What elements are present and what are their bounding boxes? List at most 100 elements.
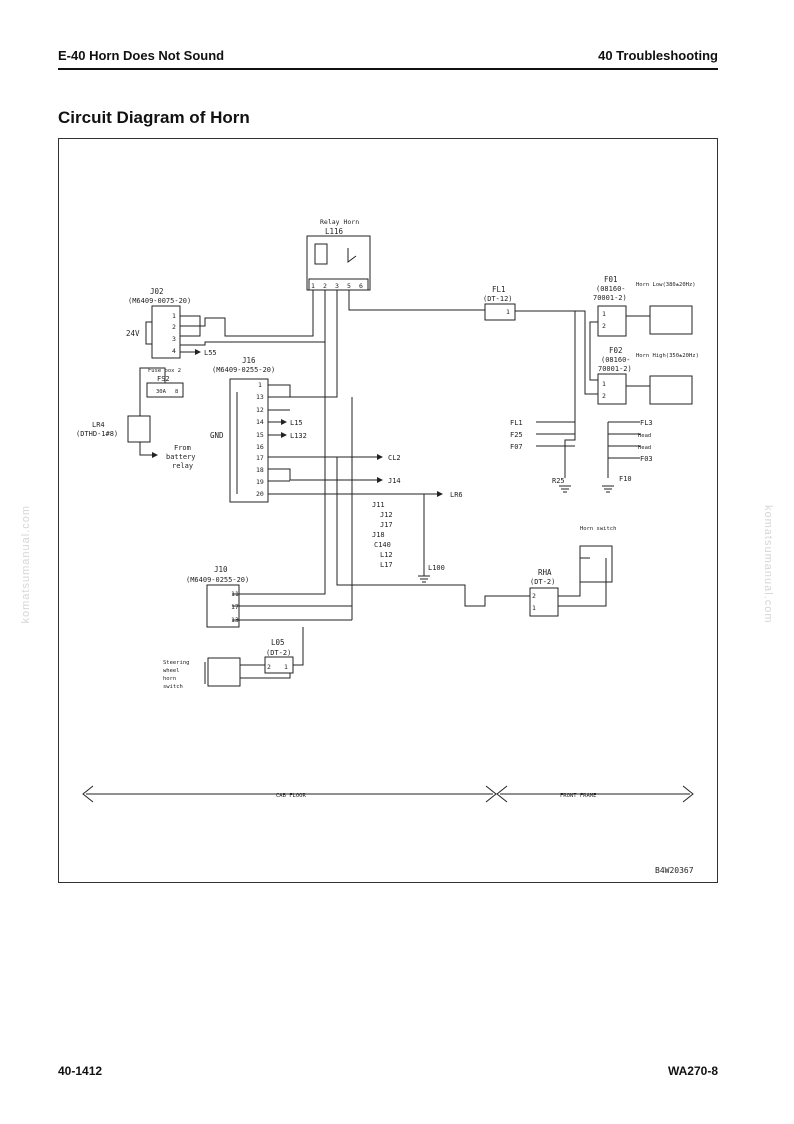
rha-pin-1: 1 xyxy=(532,604,536,612)
front-frame-label: FRONT FRAME xyxy=(560,793,596,799)
from-battery-1: From xyxy=(174,444,191,452)
fl1-pin: 1 xyxy=(506,308,510,316)
left-conn-f25: F25 xyxy=(510,431,523,439)
f02-pin-2: 2 xyxy=(602,392,606,400)
j16-pin-18: 18 xyxy=(256,466,264,474)
lr6-label: LR6 xyxy=(450,491,463,499)
steering-4: switch xyxy=(163,684,183,690)
f01-part1: (08160- xyxy=(596,285,626,293)
f01-pin-1: 1 xyxy=(602,310,606,318)
lr4-id: LR4 xyxy=(92,421,105,429)
fusebox-pin: 8 xyxy=(175,389,178,395)
j16-gnd: GND xyxy=(210,431,224,440)
f01-horn: Horn Low(380±20Hz) xyxy=(636,282,696,288)
from-battery-3: relay xyxy=(172,462,193,470)
f02-horn: Horn High(350±20Hz) xyxy=(636,353,699,359)
f02-id: F02 xyxy=(609,346,623,355)
fusebox-title: Fuse box 2 xyxy=(148,368,181,374)
steering-1: Steering xyxy=(163,660,190,666)
j16-pin-12: 12 xyxy=(256,406,264,414)
cl2-label: CL2 xyxy=(388,454,401,462)
f10-label: F10 xyxy=(619,475,632,483)
j16-pin-1: 1 xyxy=(258,381,262,389)
j02-pin-3: 3 xyxy=(172,335,176,343)
j16-pin-13: 13 xyxy=(256,393,264,401)
relay-pin-2: 2 xyxy=(323,282,327,290)
relay-pin-5: 5 xyxy=(347,282,351,290)
wire-layer xyxy=(82,235,694,803)
left-conn-fl1: FL1 xyxy=(510,419,523,427)
j10-id: J10 xyxy=(214,565,228,574)
rha-id: RHA xyxy=(538,568,552,577)
diagram-frame xyxy=(58,138,718,883)
fusebox-id: FS2 xyxy=(157,375,170,383)
footer-page-number: 40-1412 xyxy=(58,1064,103,1078)
steering-3: horn xyxy=(163,676,176,682)
relay-pin-6: 6 xyxy=(359,282,363,290)
j16-pin-20: 20 xyxy=(256,490,264,498)
ground-j12: J12 xyxy=(380,511,393,519)
j16-pin-16: 16 xyxy=(256,443,264,451)
j02-pin-2: 2 xyxy=(172,323,176,331)
ground-l12: L12 xyxy=(380,551,393,559)
ground-j17: J17 xyxy=(380,521,393,529)
j16-pin-19: 19 xyxy=(256,478,264,486)
j10-pin-11: 11 xyxy=(231,590,239,598)
l55-label: L55 xyxy=(204,349,217,357)
drawing-number: B4W20367 xyxy=(655,866,694,875)
j10-pin-17: 17 xyxy=(231,603,239,611)
j16-part: (M6409-0255-20) xyxy=(212,366,275,374)
relay-id: L116 xyxy=(325,227,344,236)
f02-part1: (08160- xyxy=(601,356,631,364)
ground-j18: J18 xyxy=(372,531,385,539)
j10-pin-13: 13 xyxy=(231,616,239,624)
l132-label: L132 xyxy=(290,432,307,440)
fl1-part: (DT-12) xyxy=(483,295,513,303)
l15-label: L15 xyxy=(290,419,303,427)
lr4-part: (DTHD-1#8) xyxy=(76,430,118,438)
footer-model: WA270-8 xyxy=(667,1064,718,1078)
j16-id: J16 xyxy=(242,356,256,365)
ground-c140: C140 xyxy=(374,541,391,549)
r25-label: R25 xyxy=(552,477,565,485)
l05-id: L05 xyxy=(271,638,285,647)
relay-pin-1: 1 xyxy=(311,282,315,290)
watermark-right: komatsumanual.com xyxy=(762,505,774,624)
label-layer: Relay Horn L116 1 2 3 5 6 J02 (M6409-007… xyxy=(76,218,699,875)
f01-id: F01 xyxy=(604,275,618,284)
arrow-layer xyxy=(152,349,443,497)
header-section-title: E-40 Horn Does Not Sound xyxy=(58,48,225,63)
l05-pin-2: 2 xyxy=(267,663,271,671)
j02-pin-1: 1 xyxy=(172,312,176,320)
rha-pin-2: 2 xyxy=(532,592,536,600)
rha-part: (DT-2) xyxy=(530,578,555,586)
ground-l17: L17 xyxy=(380,561,393,569)
j14-label: J14 xyxy=(388,477,401,485)
f01-pin-2: 2 xyxy=(602,322,606,330)
right-conn-fl3: FL3 xyxy=(640,419,653,427)
horn-switch-label: Horn switch xyxy=(580,526,616,532)
f02-pin-1: 1 xyxy=(602,380,606,388)
l100-label: L100 xyxy=(428,564,445,572)
f01-part2: 70001-2) xyxy=(593,294,627,302)
j02-pin-4: 4 xyxy=(172,347,176,355)
j02-part: (M6409-0075-20) xyxy=(128,297,191,305)
j02-voltage: 24V xyxy=(126,329,140,338)
l05-part: (DT-2) xyxy=(266,649,291,657)
header-chapter-title: 40 Troubleshooting xyxy=(598,48,718,63)
ground-j11: J11 xyxy=(372,501,385,509)
relay-title: Relay Horn xyxy=(320,218,359,226)
j16-pin-17: 17 xyxy=(256,454,264,462)
j02-id: J02 xyxy=(150,287,164,296)
j16-pin-15: 15 xyxy=(256,431,264,439)
relay-pin-3: 3 xyxy=(335,282,339,290)
right-conn-head-2: Head xyxy=(638,445,651,451)
fl1-id: FL1 xyxy=(492,285,506,294)
right-conn-f03: F03 xyxy=(640,455,653,463)
l05-pin-1: 1 xyxy=(284,663,288,671)
header-rule xyxy=(58,68,718,70)
fusebox-rating: 30A xyxy=(156,389,167,395)
from-battery-2: battery xyxy=(166,453,196,461)
page-title: Circuit Diagram of Horn xyxy=(58,108,250,127)
